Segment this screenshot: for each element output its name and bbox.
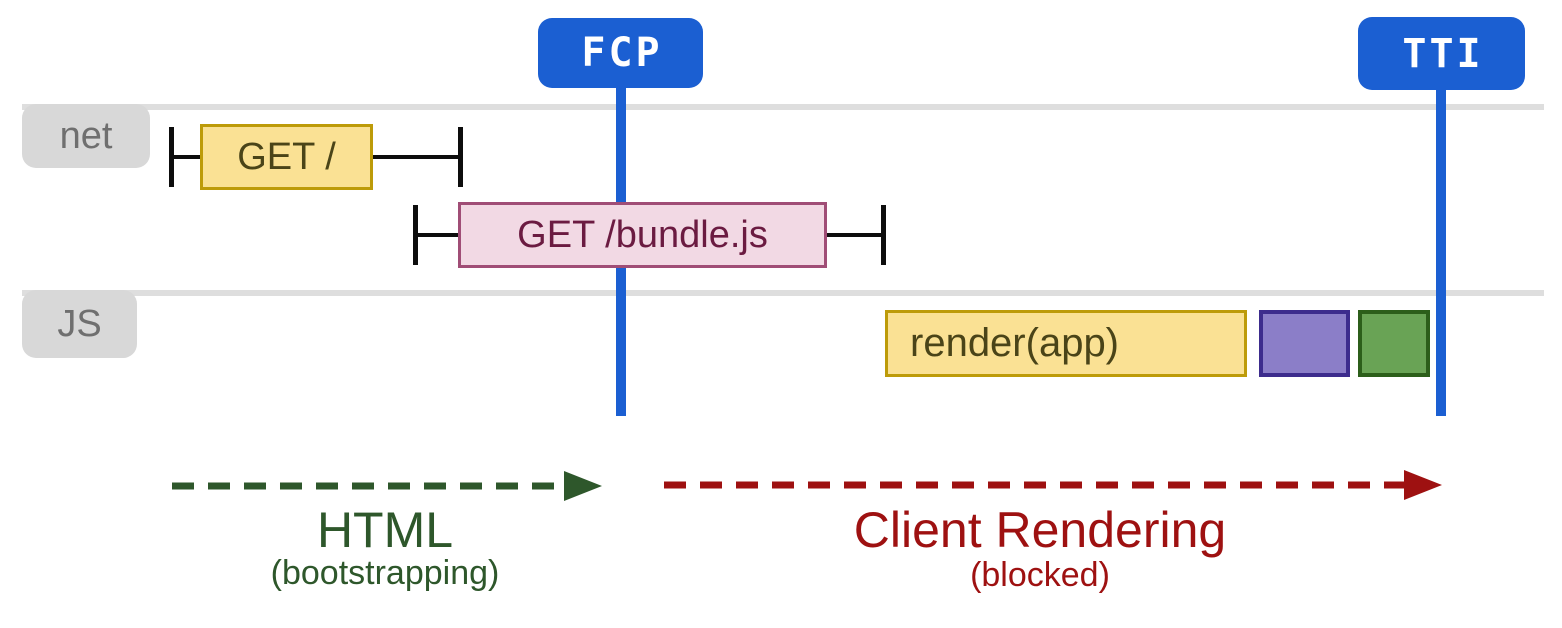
get-bundle-end-connector	[825, 233, 884, 237]
get-bundle-request-label: GET /bundle.js	[517, 213, 768, 256]
client-rendering-phase-subtitle: (blocked)	[970, 556, 1110, 594]
lane-label-net: net	[22, 104, 150, 168]
js-lane-label-text: JS	[57, 302, 102, 345]
client-rendering-phase-arrow	[664, 470, 1442, 500]
fcp-badge-label: FCP	[581, 30, 663, 76]
html-phase-title: HTML	[316, 502, 454, 558]
get-bundle-end-whisker	[881, 205, 886, 265]
tti-badge: TTI	[1358, 17, 1525, 90]
get-bundle-request-box: GET /bundle.js	[458, 202, 827, 268]
tti-timeline-line	[1436, 88, 1446, 416]
js-task-purple-box	[1259, 310, 1350, 377]
js-task-green-box	[1358, 310, 1430, 377]
client-rendering-phase-title: Client Rendering	[853, 502, 1227, 558]
tti-badge-label: TTI	[1402, 30, 1484, 77]
render-app-task-box: render(app)	[885, 310, 1247, 377]
get-root-end-whisker	[458, 127, 463, 187]
render-app-task-label: render(app)	[910, 321, 1120, 365]
html-phase-arrow	[172, 471, 602, 501]
get-bundle-start-whisker	[413, 205, 418, 265]
js-lane-line	[22, 290, 1544, 296]
client-rendering-phase-arrowhead-icon	[1404, 470, 1442, 500]
get-root-end-connector	[371, 155, 461, 159]
get-root-request-label: GET /	[237, 135, 336, 178]
net-lane-label-text: net	[59, 114, 113, 157]
html-phase-arrowhead-icon	[564, 471, 602, 501]
net-lane-line	[22, 104, 1544, 110]
html-phase-subtitle: (bootstrapping)	[270, 554, 500, 592]
fcp-badge: FCP	[538, 18, 703, 88]
lane-label-js: JS	[22, 290, 137, 358]
get-root-start-whisker	[169, 127, 174, 187]
get-bundle-start-connector	[416, 233, 460, 237]
get-root-request-box: GET /	[200, 124, 373, 190]
get-root-start-connector	[172, 155, 202, 159]
